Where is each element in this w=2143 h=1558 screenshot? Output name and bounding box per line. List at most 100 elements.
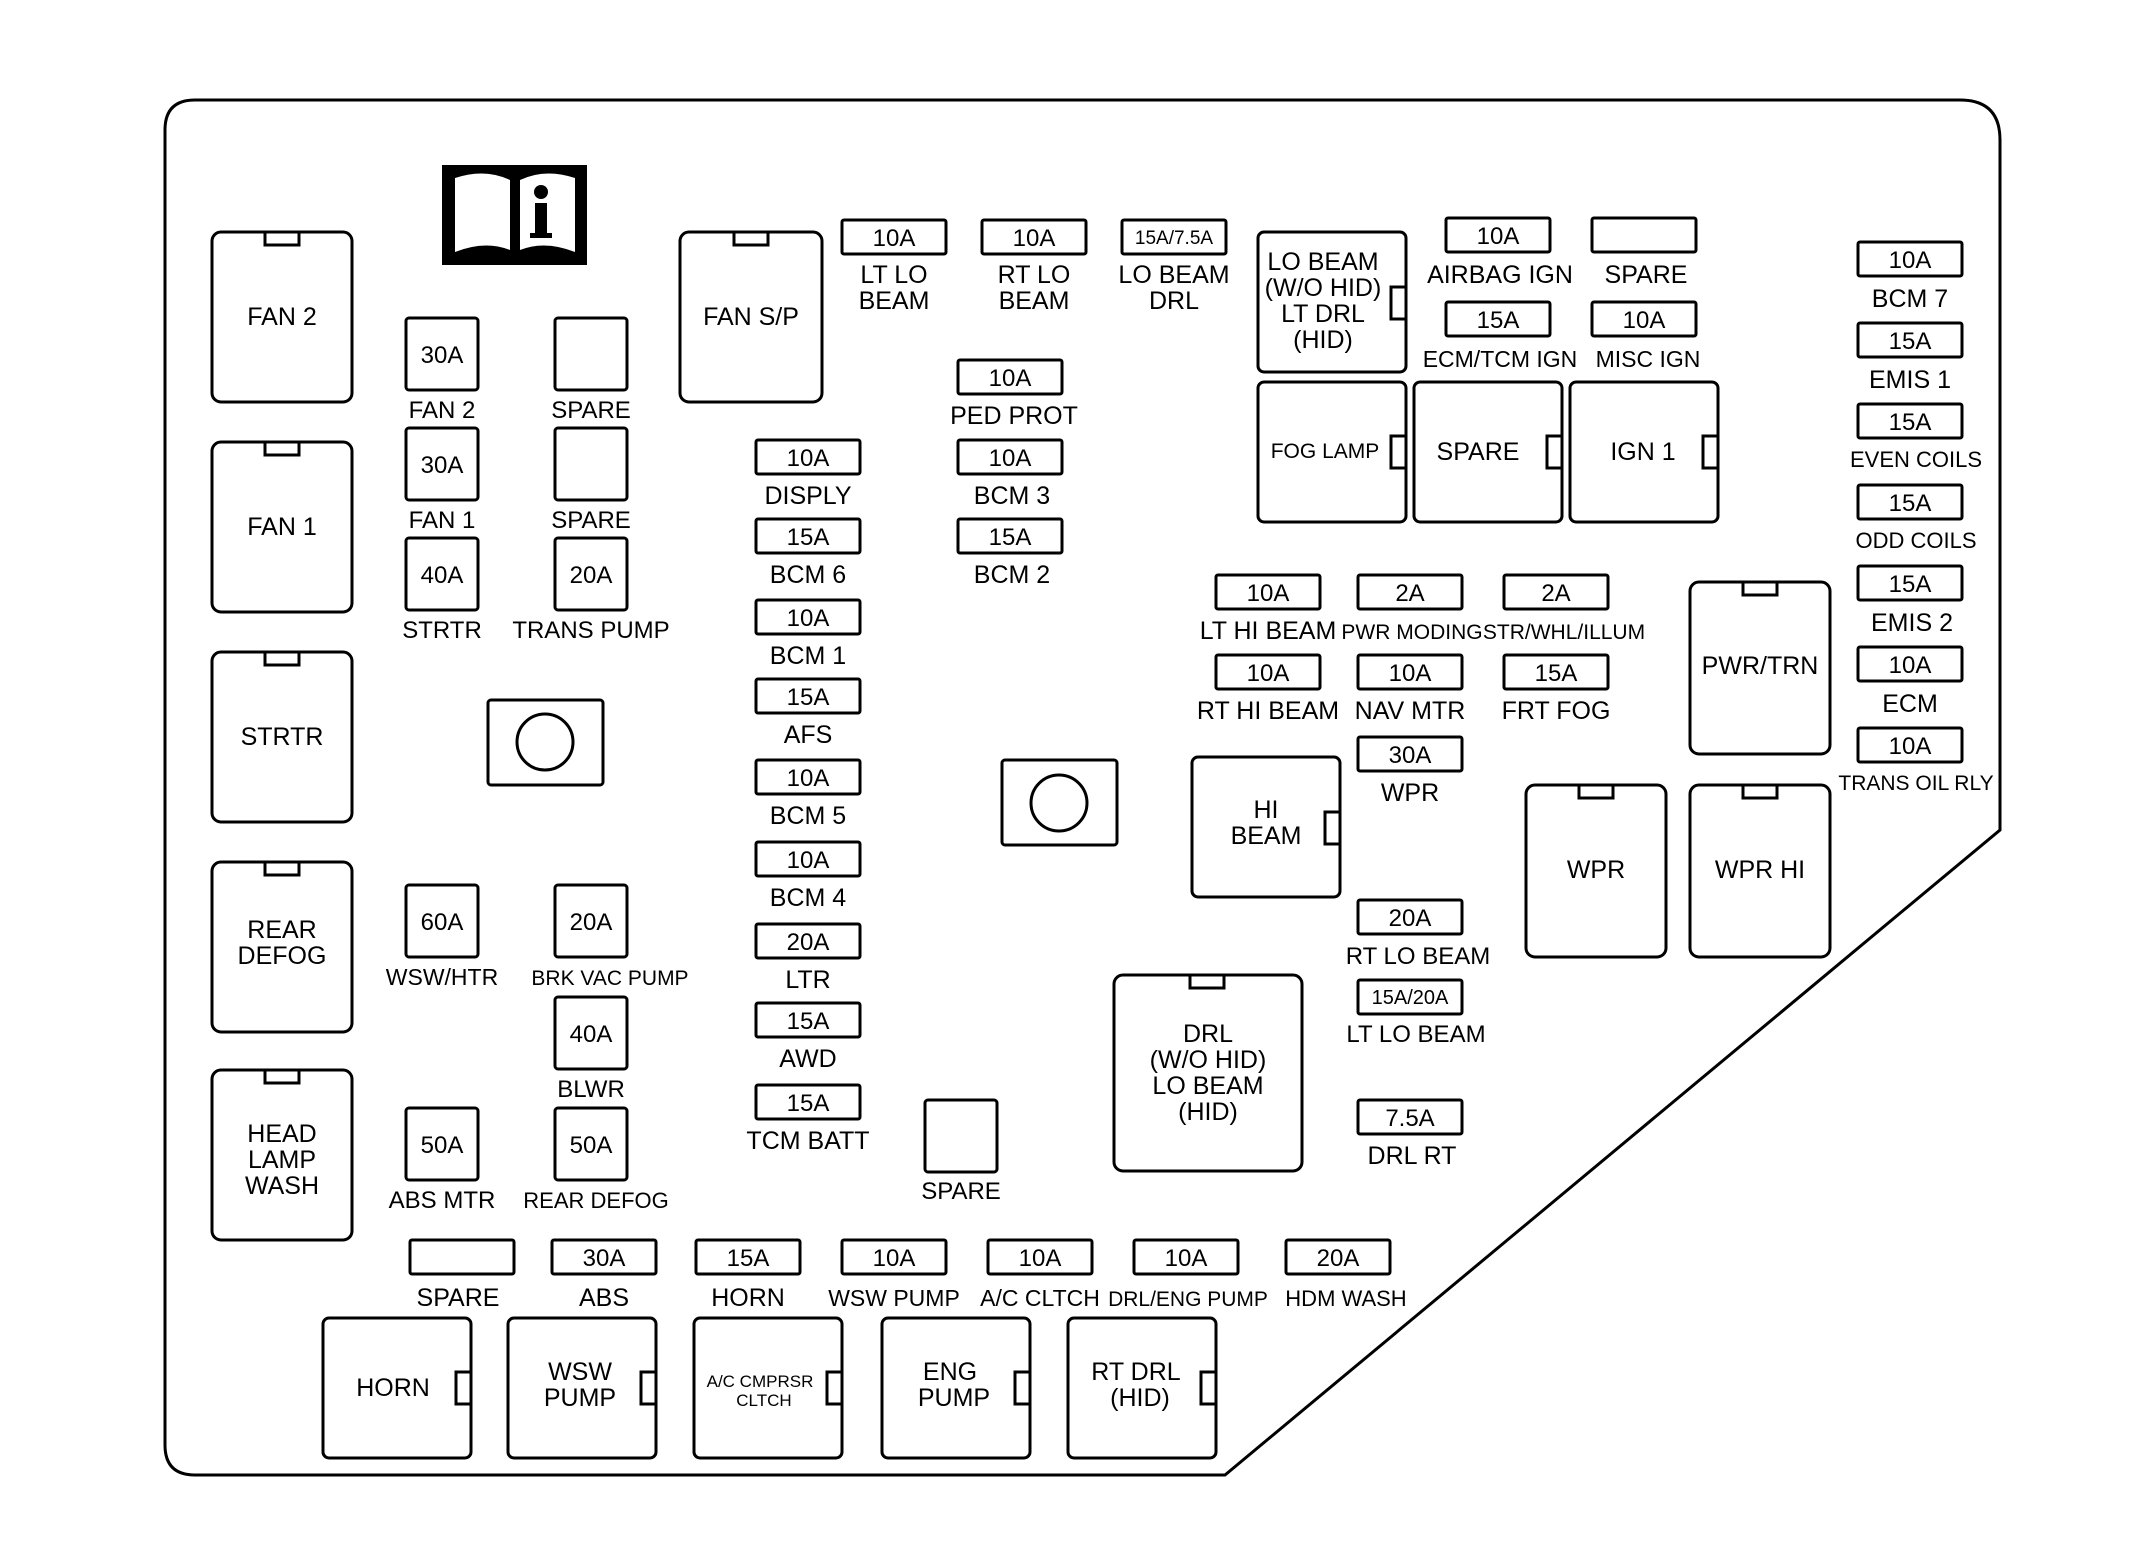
fuse-label: BCM 4 [770,884,847,912]
fuse-label: HDM WASH [1285,1286,1406,1311]
fuse-rating: 20A [1317,1245,1360,1272]
fuse-bcm-7: 10A BCM 7 [1856,240,1964,313]
fuse-label: REAR DEFOG [523,1188,668,1213]
fuse-rating: 15A [787,684,830,711]
relay-spare: SPARE [1412,380,1564,524]
fuse-wsw-pump: 10A WSW PUMP [828,1238,960,1311]
relay-label: HEAD [247,1120,316,1148]
fuse-nav-mtr: 10A NAV MTR [1355,653,1465,725]
fuse-bcm-5: 10A BCM 5 [754,758,862,830]
fuse-pwr-moding: 2A PWR MODING [1341,573,1483,644]
fuse-lo-beam-drl: 15A/7.5A LO BEAM DRL [1118,218,1230,315]
relay-label: PUMP [544,1384,616,1412]
fuse-spare-top: SPARE [1590,216,1698,289]
fuse-label: LT HI BEAM [1200,617,1337,645]
fuse-row-bottom: SPARE 30A ABS 15A HORN 10A WSW PUMP 10A … [408,1238,1407,1312]
fuse-rating: 10A [1019,1245,1062,1272]
relay-headlamp-wash: HEAD LAMP WASH [210,1068,354,1242]
fuse-rating: 10A [787,605,830,632]
fuse-lt-hi-beam: 10A LT HI BEAM [1200,573,1337,645]
fuse-label: WSW/HTR [386,964,498,990]
fuse-label: PWR MODING [1341,621,1482,644]
relay-label: IGN 1 [1610,438,1675,466]
fuse-rating: 30A [421,342,464,369]
relay-starter: STRTR [210,650,354,824]
fuse-rating: 60A [421,909,464,936]
fuse-bcm-2: 15A BCM 2 [956,517,1064,589]
fuse-label: MISC IGN [1596,346,1701,372]
relay-label: CLTCH [736,1391,791,1410]
fuse-rating: 20A [1389,905,1432,932]
fuse-tcm-batt: 15A TCM BATT [746,1083,870,1155]
fuse-rating: 50A [570,1132,613,1159]
relay-wpr-hi: WPR HI [1688,783,1832,959]
fuse-bcm-6: 15A BCM 6 [754,517,862,589]
fuse-rating: 10A [1477,223,1520,250]
fuse-rating: 15A [1889,571,1932,598]
fuse-wpr: 30A WPR [1356,735,1464,807]
fuse-rating: 40A [421,562,464,589]
fuse-trans-oil-rly: 10A TRANS OIL RLY [1838,726,1994,795]
relay-label: FAN 1 [247,513,316,541]
fuse-rating: 10A [1165,1245,1208,1272]
relay-label: LO BEAM [1267,248,1378,276]
relay-label: (HID) [1110,1384,1170,1412]
relay-label: (HID) [1178,1098,1238,1126]
relay-label: (W/O HID) [1150,1046,1267,1074]
relay-fog-lamp: FOG LAMP [1256,380,1408,524]
fuse-rating: 15A [1889,490,1932,517]
fuse-label: BCM 5 [770,802,846,830]
fuse-spare-middle: SPARE [921,1098,1001,1205]
fuse-label: LTR [785,966,830,994]
fuse-label: SPARE [1605,261,1688,289]
fuse-rating: 15A/20A [1372,987,1449,1009]
relay-label: WSW [548,1358,612,1386]
fuse-label: LT LO [860,261,927,289]
fuse-frt-fog: 15A FRT FOG [1502,653,1610,725]
fuse-label: AFS [784,721,833,749]
fuse-rating: 10A [989,365,1032,392]
relay-label: HORN [356,1374,430,1402]
fuse-label: ABS MTR [389,1187,496,1214]
fuse-rating: 15A [1889,328,1932,355]
relay-label: FAN S/P [703,303,799,331]
fuse-rating: 15A [989,524,1032,551]
fuse-rating: 10A [989,445,1032,472]
fuse-label: FAN 2 [409,397,476,424]
fuse-rating: 50A [421,1132,464,1159]
fuse-awd: 15A AWD [754,1001,862,1073]
relay-label: PWR/TRN [1702,652,1819,680]
relay-label: WPR HI [1715,856,1805,884]
fuse-label: TCM BATT [746,1127,869,1155]
fuse-rating: 10A [1889,733,1932,760]
fuse-rating: 30A [1389,742,1432,769]
fuse-box-outline [163,98,2002,1477]
fuse-rating: 15A/7.5A [1135,228,1213,249]
fuse-label: ECM/TCM IGN [1423,346,1578,372]
fuse-ecm: 10A ECM [1856,645,1964,718]
relay-eng-pump: ENG PUMP [880,1316,1032,1460]
fuse-ped-prot: 10A PED PROT [950,358,1078,430]
fuse-disply: 10A DISPLY [754,438,862,510]
fuse-label: EMIS 2 [1871,609,1953,637]
mounting-bolt [486,698,605,787]
fuse-label: SPARE [921,1178,1001,1205]
fuse-misc-ign: 10A MISC IGN [1590,300,1701,372]
fuse-rating: 15A [787,1008,830,1035]
fuse-emis-1: 15A EMIS 1 [1856,321,1964,394]
fuse-column-middle: 10A DISPLY 15A BCM 6 10A BCM 1 15A AFS 1… [746,438,870,1155]
fuse-rating: 10A [1889,247,1932,274]
relay-fan-2: FAN 2 [210,230,354,404]
fuse-rt-lo-beam: 10A RT LO BEAM [980,218,1088,315]
relay-label: ENG [923,1358,977,1386]
relay-label: DEFOG [238,942,327,970]
fuse-label: HORN [711,1284,785,1312]
fuse-label: TRANS OIL RLY [1838,772,1993,795]
fuse-label: FAN 1 [409,507,476,534]
relay-label: FOG LAMP [1271,440,1380,463]
fuse-rating: 10A [873,1245,916,1272]
fuse-rating: 10A [787,765,830,792]
relay-label: LAMP [248,1146,316,1174]
fuse-rating: 30A [583,1245,626,1272]
